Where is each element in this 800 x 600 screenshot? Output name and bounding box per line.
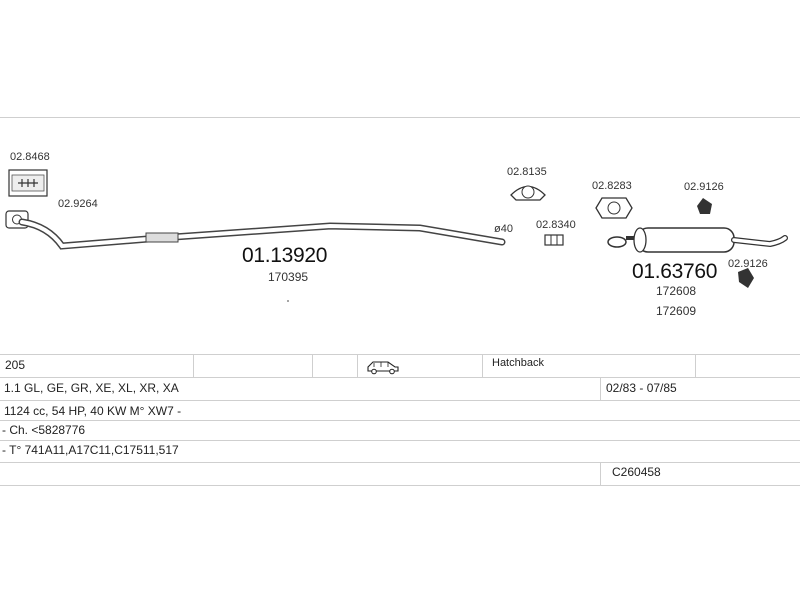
- label-sleeve: 02.8340: [536, 219, 576, 231]
- sleeve-icon: [544, 234, 564, 246]
- table-col-line: [482, 354, 483, 377]
- clamp-icon: [8, 169, 48, 197]
- table-col-line: [600, 462, 601, 485]
- table-line: [0, 400, 800, 401]
- table-line: [0, 462, 800, 463]
- label-hanger-right: 02.8283: [592, 180, 632, 192]
- table-line: [0, 485, 800, 486]
- label-hanger-mid: 02.8135: [507, 166, 547, 178]
- label-clamp-top-left: 02.8468: [10, 151, 50, 163]
- pipe-joint: [145, 232, 179, 243]
- table-line: [0, 354, 800, 355]
- engine-cell: 1124 cc, 54 HP, 40 KW M° XW7 -: [4, 404, 182, 418]
- table-col-line: [312, 354, 313, 377]
- table-line: [0, 420, 800, 421]
- rear-silencer-ref2: 172609: [656, 304, 697, 318]
- body-type-cell: Hatchback: [492, 357, 544, 369]
- label-gasket-left: 02.9264: [58, 198, 98, 210]
- front-pipe-ref: 170395: [268, 270, 309, 284]
- years-cell: 02/83 - 07/85: [606, 381, 677, 395]
- table-col-line: [193, 354, 194, 377]
- model-cell: 205: [5, 358, 26, 372]
- trims-cell: 1.1 GL, GE, GR, XE, XL, XR, XA: [4, 381, 179, 395]
- exhaust-diagram: [5, 169, 788, 302]
- rubber-bottom-icon: [738, 268, 754, 288]
- hanger-right-icon: [595, 197, 633, 219]
- table-line: [0, 377, 800, 378]
- hatchback-car-icon: [367, 361, 399, 375]
- top-border-line: [0, 117, 800, 118]
- rear-silencer-ref1: 172608: [656, 284, 697, 298]
- label-diameter: ø40: [494, 223, 513, 235]
- types-cell: - T° 741A11,A17C11,C17511,517: [2, 443, 179, 457]
- table-line: [0, 440, 800, 441]
- rubber-top-icon: [697, 198, 712, 214]
- rear-silencer-number: 01.63760: [632, 260, 718, 283]
- label-rubber-top: 02.9126: [684, 181, 724, 193]
- rear-silencer: [607, 227, 788, 253]
- front-pipe-number: 01.13920: [242, 244, 328, 267]
- label-rubber-bottom: 02.9126: [728, 258, 768, 270]
- table-col-line: [600, 377, 601, 400]
- table-col-line: [357, 354, 358, 377]
- hanger-mid-icon: [510, 185, 546, 201]
- chassis-cell: - Ch. <5828776: [2, 423, 86, 437]
- code-cell: C260458: [612, 465, 661, 479]
- table-col-line: [695, 354, 696, 377]
